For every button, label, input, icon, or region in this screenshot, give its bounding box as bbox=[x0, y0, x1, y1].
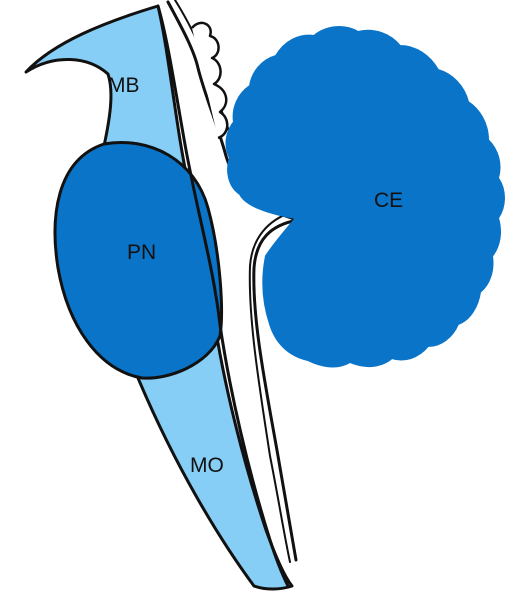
choroid-plexus bbox=[192, 23, 227, 138]
cerebellum-region bbox=[227, 27, 504, 366]
label-pn: PN bbox=[127, 241, 156, 264]
label-mb: MB bbox=[108, 74, 140, 97]
label-mo: MO bbox=[190, 454, 224, 477]
label-ce: CE bbox=[374, 189, 403, 212]
